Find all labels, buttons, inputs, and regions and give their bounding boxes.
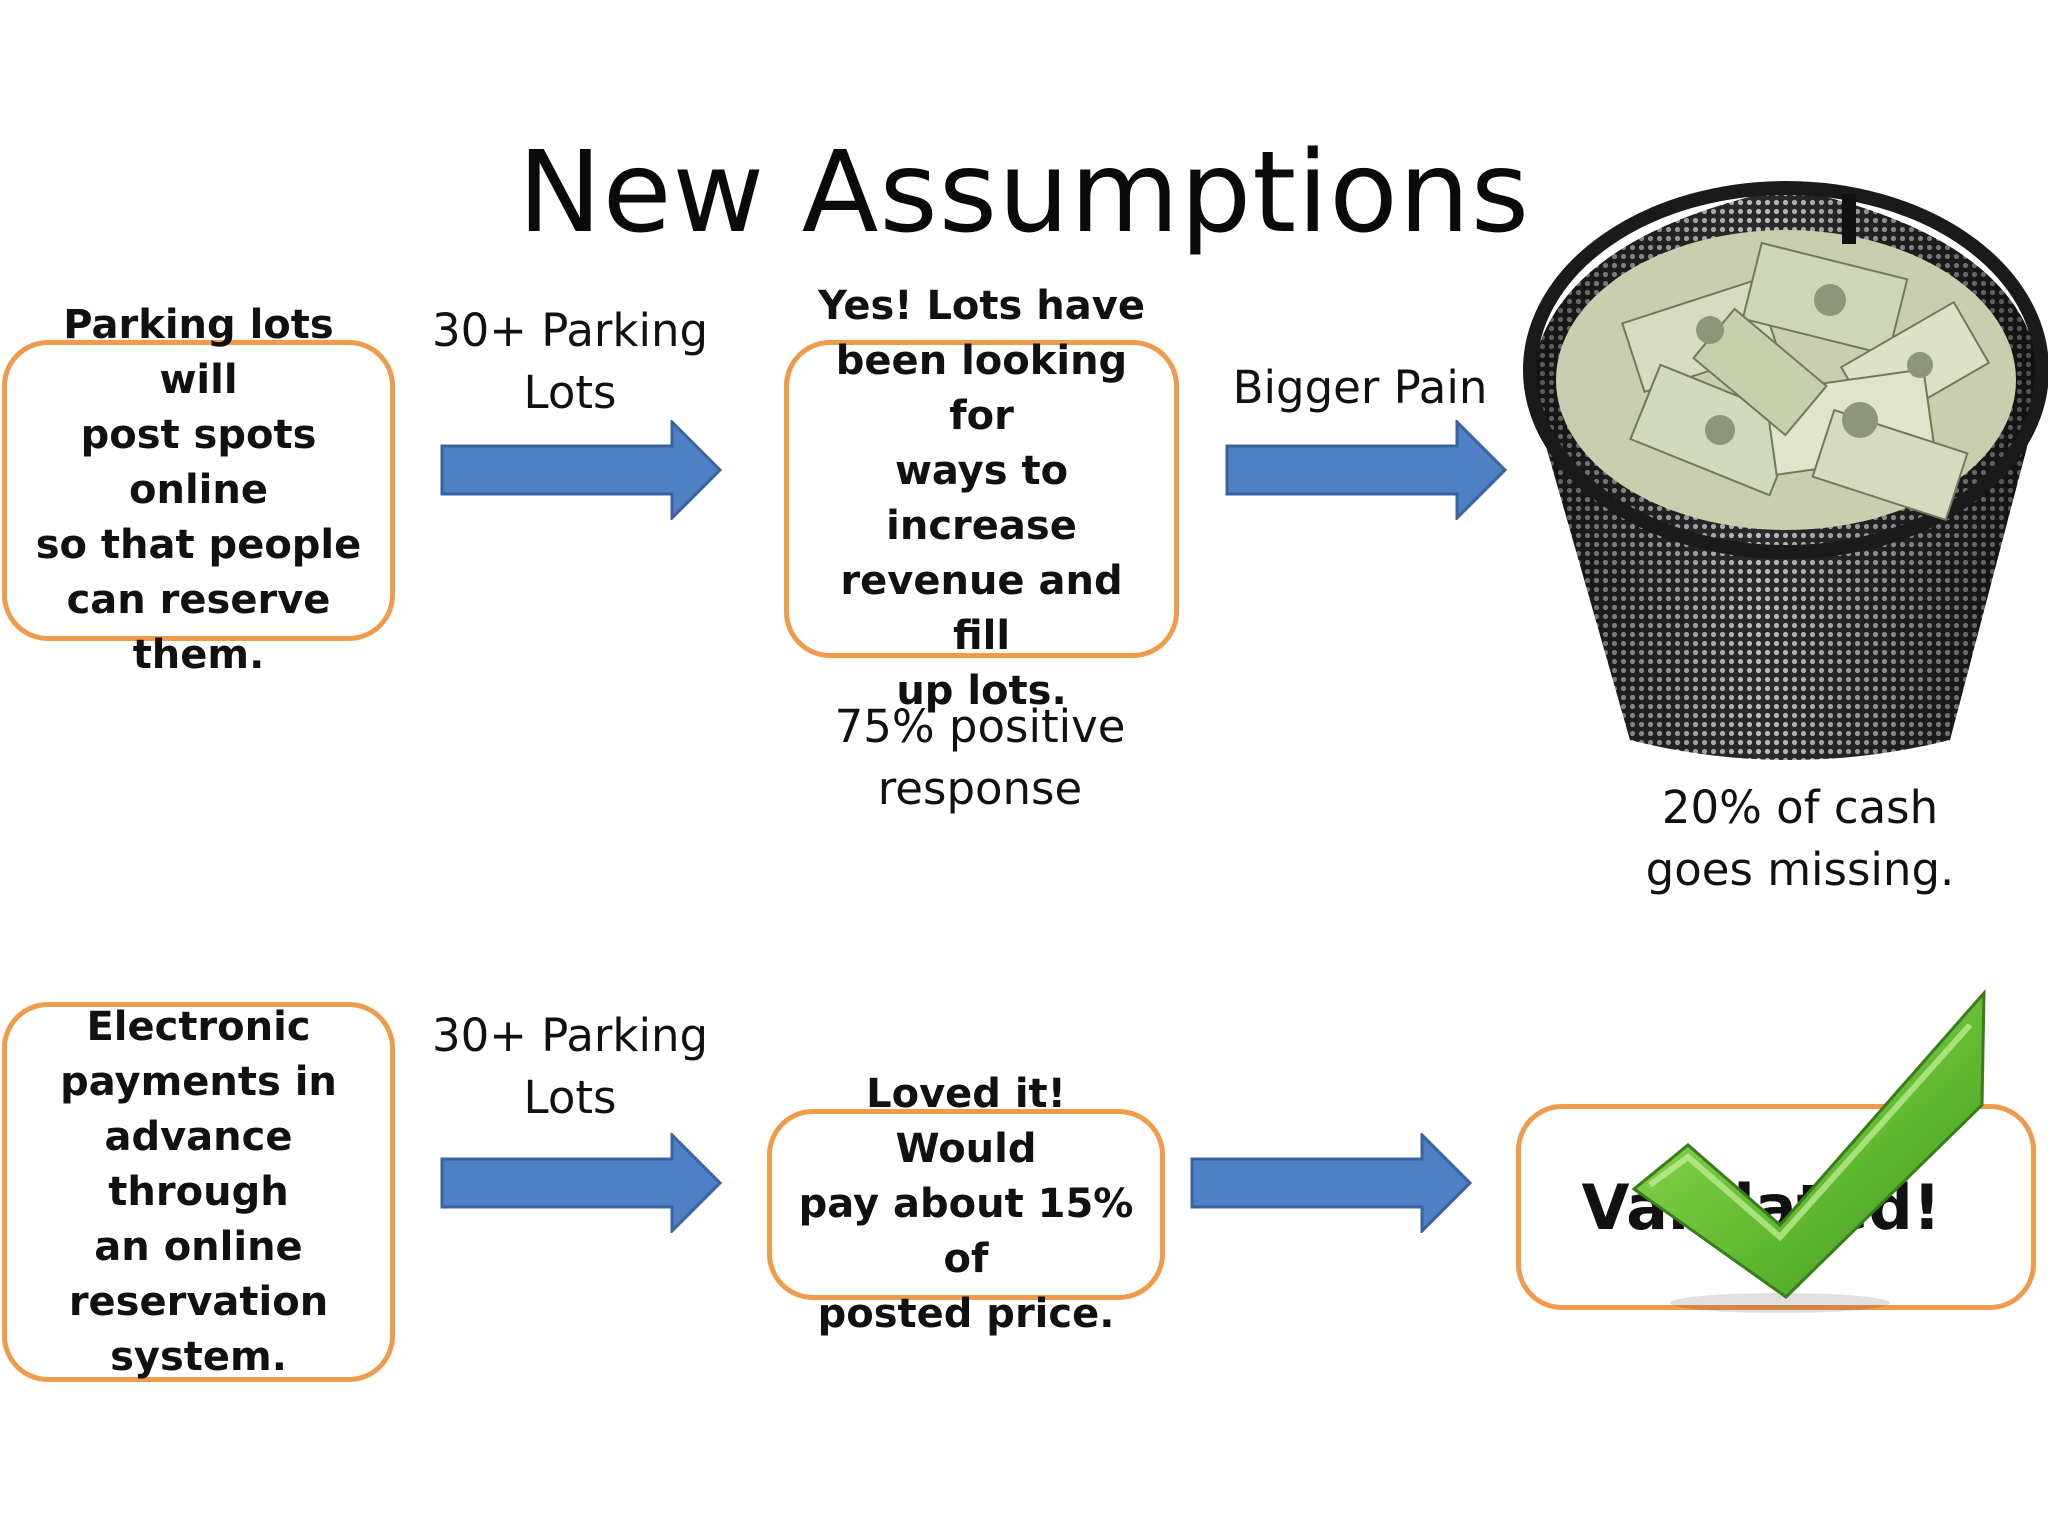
arrow-right-icon <box>1190 1133 1472 1233</box>
positive-response-note: 75% positive response <box>834 700 1126 815</box>
assumption-text: Parking lots will post spots online so t… <box>35 302 362 678</box>
arrow-label-parking-lots: 30+ Parking Lots <box>431 304 709 419</box>
cash-missing-caption: 20% of cash goes missing. <box>1645 781 1955 896</box>
assumption-box-electronic-payments: Electronic payments in advance through a… <box>2 1002 395 1382</box>
green-checkmark-icon <box>1631 988 1986 1313</box>
arrow-right-icon <box>440 420 722 520</box>
arrow-label-bigger-pain: Bigger Pain <box>1232 361 1488 414</box>
result-box-lots-interested: Yes! Lots have been looking for ways to … <box>784 283 1179 714</box>
result-text: Loved it! Would pay about 15% of posted … <box>798 1071 1134 1337</box>
trash-basket-with-cash-image <box>1523 181 2048 760</box>
arrow-label-parking-lots: 30+ Parking Lots <box>431 1009 709 1124</box>
slide-title: New Assumptions <box>517 128 1531 258</box>
assumption-text: Electronic payments in advance through a… <box>60 1003 337 1380</box>
arrow-right-icon <box>1225 420 1507 520</box>
result-text: Yes! Lots have been looking for ways to … <box>818 283 1145 714</box>
result-box-loved-it: Loved it! Would pay about 15% of posted … <box>767 1071 1165 1337</box>
assumption-box-posting: Parking lots will post spots online so t… <box>2 302 395 678</box>
arrow-right-icon <box>440 1133 722 1233</box>
